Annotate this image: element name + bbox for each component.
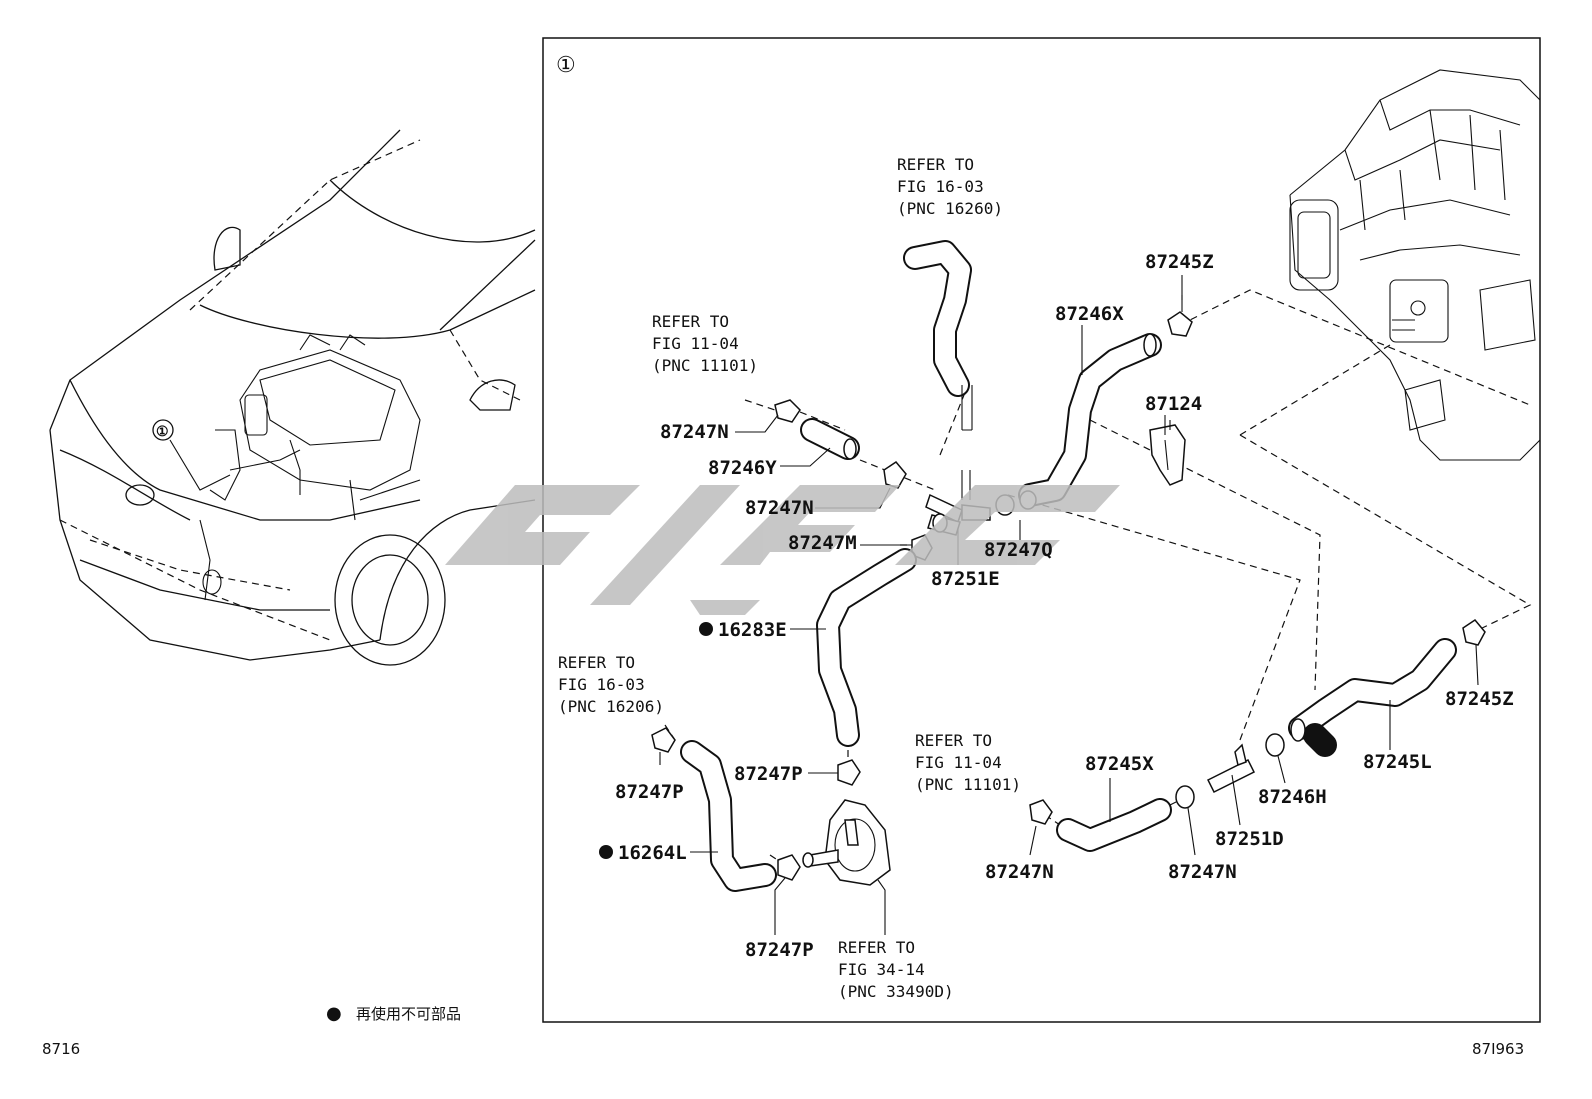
ref-note-4-line-2: FIG 11-04 [915, 753, 1002, 772]
joint-87251d [1206, 743, 1256, 794]
ref-note-1: REFER TO FIG 16-03 (PNC 16260) [897, 155, 1003, 218]
clip-87247n-d [1175, 785, 1195, 809]
inset-marker: ① [556, 53, 576, 78]
label-87251e: 87251E [931, 568, 1000, 590]
bracket-87124 [1149, 420, 1186, 486]
hose-87245x [1056, 798, 1172, 852]
ref-note-2: REFER TO FIG 11-04 (PNC 11101) [652, 312, 758, 375]
watermark-logo [445, 485, 1120, 615]
ref-note-1-line-1: REFER TO [897, 155, 974, 174]
ref-note-4-line-3: (PNC 11101) [915, 775, 1021, 794]
label-87247n-a: 87247N [660, 421, 729, 443]
ref-note-2-line-2: FIG 11-04 [652, 334, 739, 353]
overview-callout-marker: ① [156, 424, 169, 440]
ref-note-4: REFER TO FIG 11-04 (PNC 11101) [915, 731, 1021, 794]
legend-text: 再使用不可部品 [356, 1005, 461, 1023]
label-87247n-b: 87247N [745, 497, 814, 519]
non-reusable-bullet-16283e [699, 622, 713, 636]
illustration-id: 87I963 [1472, 1040, 1524, 1058]
ref-note-5-line-2: FIG 34-14 [838, 960, 925, 979]
clip-87247n-b [883, 461, 907, 489]
ref-note-3-line-3: (PNC 16206) [558, 697, 664, 716]
non-reusable-bullet-16264l [599, 845, 613, 859]
ref-note-4-line-1: REFER TO [915, 731, 992, 750]
label-87124: 87124 [1145, 393, 1202, 415]
clip-87245z-top [1167, 295, 1193, 337]
upper-hose-assembly [903, 240, 973, 500]
label-87247n-d: 87247N [1168, 861, 1237, 883]
figure-number: 8716 [42, 1040, 80, 1058]
ref-note-5-line-1: REFER TO [838, 938, 915, 957]
legend-bullet: ● [326, 1003, 342, 1024]
hose-87246x [1018, 333, 1162, 507]
label-87245l: 87245L [1363, 751, 1432, 773]
vehicle-overview [49, 129, 536, 666]
ref-note-3-line-2: FIG 16-03 [558, 675, 645, 694]
label-87247q: 87247Q [984, 539, 1053, 561]
label-87247n-c: 87247N [985, 861, 1054, 883]
ref-note-2-line-3: (PNC 11101) [652, 356, 758, 375]
label-87246y: 87246Y [708, 457, 777, 479]
label-87246x: 87246X [1055, 303, 1124, 325]
ref-note-5-line-3: (PNC 33490D) [838, 982, 954, 1001]
hose-16264l [680, 740, 777, 892]
label-87245x: 87245X [1085, 753, 1154, 775]
label-87245z-top: 87245Z [1145, 251, 1214, 273]
clip-87247n-a [774, 399, 801, 423]
hose-87245l [1288, 638, 1457, 757]
hose-87246y [800, 418, 860, 460]
label-87245z-right: 87245Z [1445, 688, 1514, 710]
clip-87247p-c [777, 854, 801, 881]
ref-note-3-line-1: REFER TO [558, 653, 635, 672]
valve-body [802, 799, 891, 886]
ref-note-2-line-1: REFER TO [652, 312, 729, 331]
ref-note-1-line-3: (PNC 16260) [897, 199, 1003, 218]
inset-frame [542, 37, 1541, 1023]
clip-87247p-b [651, 727, 676, 753]
label-16283e: 16283E [718, 619, 787, 641]
heater-unit [1289, 69, 1541, 461]
clip-87247n-c [1029, 799, 1053, 825]
clip-87246h [1265, 733, 1285, 757]
label-87247p-b: 87247P [615, 781, 684, 803]
label-87247p-a: 87247P [734, 763, 803, 785]
label-16264l: 16264L [618, 842, 687, 864]
clip-87245z-right [1462, 619, 1486, 646]
ref-note-5: REFER TO FIG 34-14 (PNC 33490D) [838, 938, 954, 1001]
label-87251d: 87251D [1215, 828, 1284, 850]
label-87247m: 87247M [788, 532, 857, 554]
ref-note-1-line-2: FIG 16-03 [897, 177, 984, 196]
label-87246h: 87246H [1258, 786, 1327, 808]
ref-note-3: REFER TO FIG 16-03 (PNC 16206) [558, 653, 664, 716]
clip-87247p-a [837, 759, 861, 786]
label-87247p-c: 87247P [745, 939, 814, 961]
hose-16283e [816, 548, 917, 747]
